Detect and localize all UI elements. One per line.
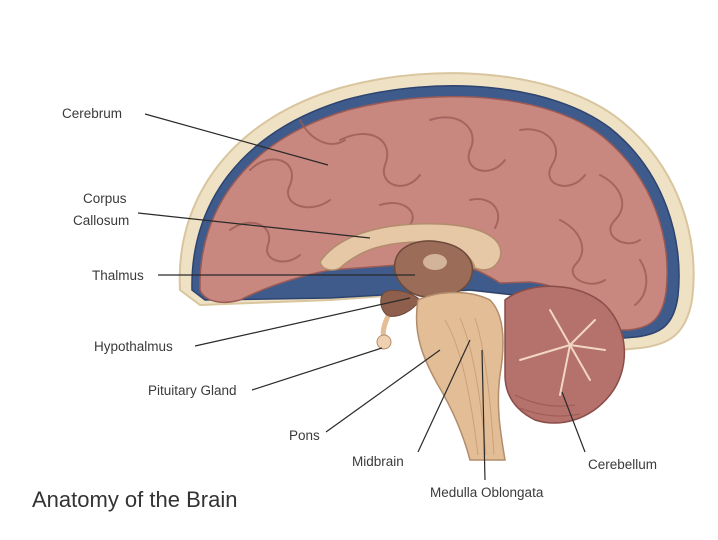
label-callosum: Callosum <box>73 213 130 228</box>
label-medulla-oblongata: Medulla Oblongata <box>430 485 544 500</box>
label-pons: Pons <box>289 428 320 443</box>
label-midbrain: Midbrain <box>352 454 404 469</box>
leader-medulla-oblongata <box>481 349 486 481</box>
label-thalmus: Thalmus <box>92 268 144 283</box>
gyri-folds <box>229 116 648 306</box>
label-hypothalmus: Hypothalmus <box>94 339 173 354</box>
leader-pituitary-gland <box>251 347 383 391</box>
leader-corpus-callosum <box>137 212 371 239</box>
leader-cerebrum <box>144 113 329 166</box>
pituitary-gland-shape <box>376 334 392 350</box>
corpus-callosum-shape <box>319 223 502 271</box>
leader-lines <box>137 113 586 481</box>
label-pituitary-gland: Pituitary Gland <box>148 383 237 398</box>
label-corpus: Corpus <box>83 191 127 206</box>
leader-midbrain <box>417 339 471 453</box>
cerebellum-shape <box>504 285 626 424</box>
brainstem-shape <box>415 291 506 461</box>
label-cerebrum: Cerebrum <box>62 106 123 121</box>
cerebrum-shape <box>199 95 668 331</box>
arbor-vitae <box>519 309 606 396</box>
cerebellum-folia <box>514 394 581 417</box>
label-cerebellum: Cerebellum <box>588 457 658 472</box>
leader-pons <box>325 349 441 433</box>
leader-hypothalmus <box>194 297 411 347</box>
diagram-title: Anatomy of the Brain <box>32 487 238 512</box>
thalamus-highlight <box>423 254 447 270</box>
leader-cerebellum <box>561 391 586 453</box>
